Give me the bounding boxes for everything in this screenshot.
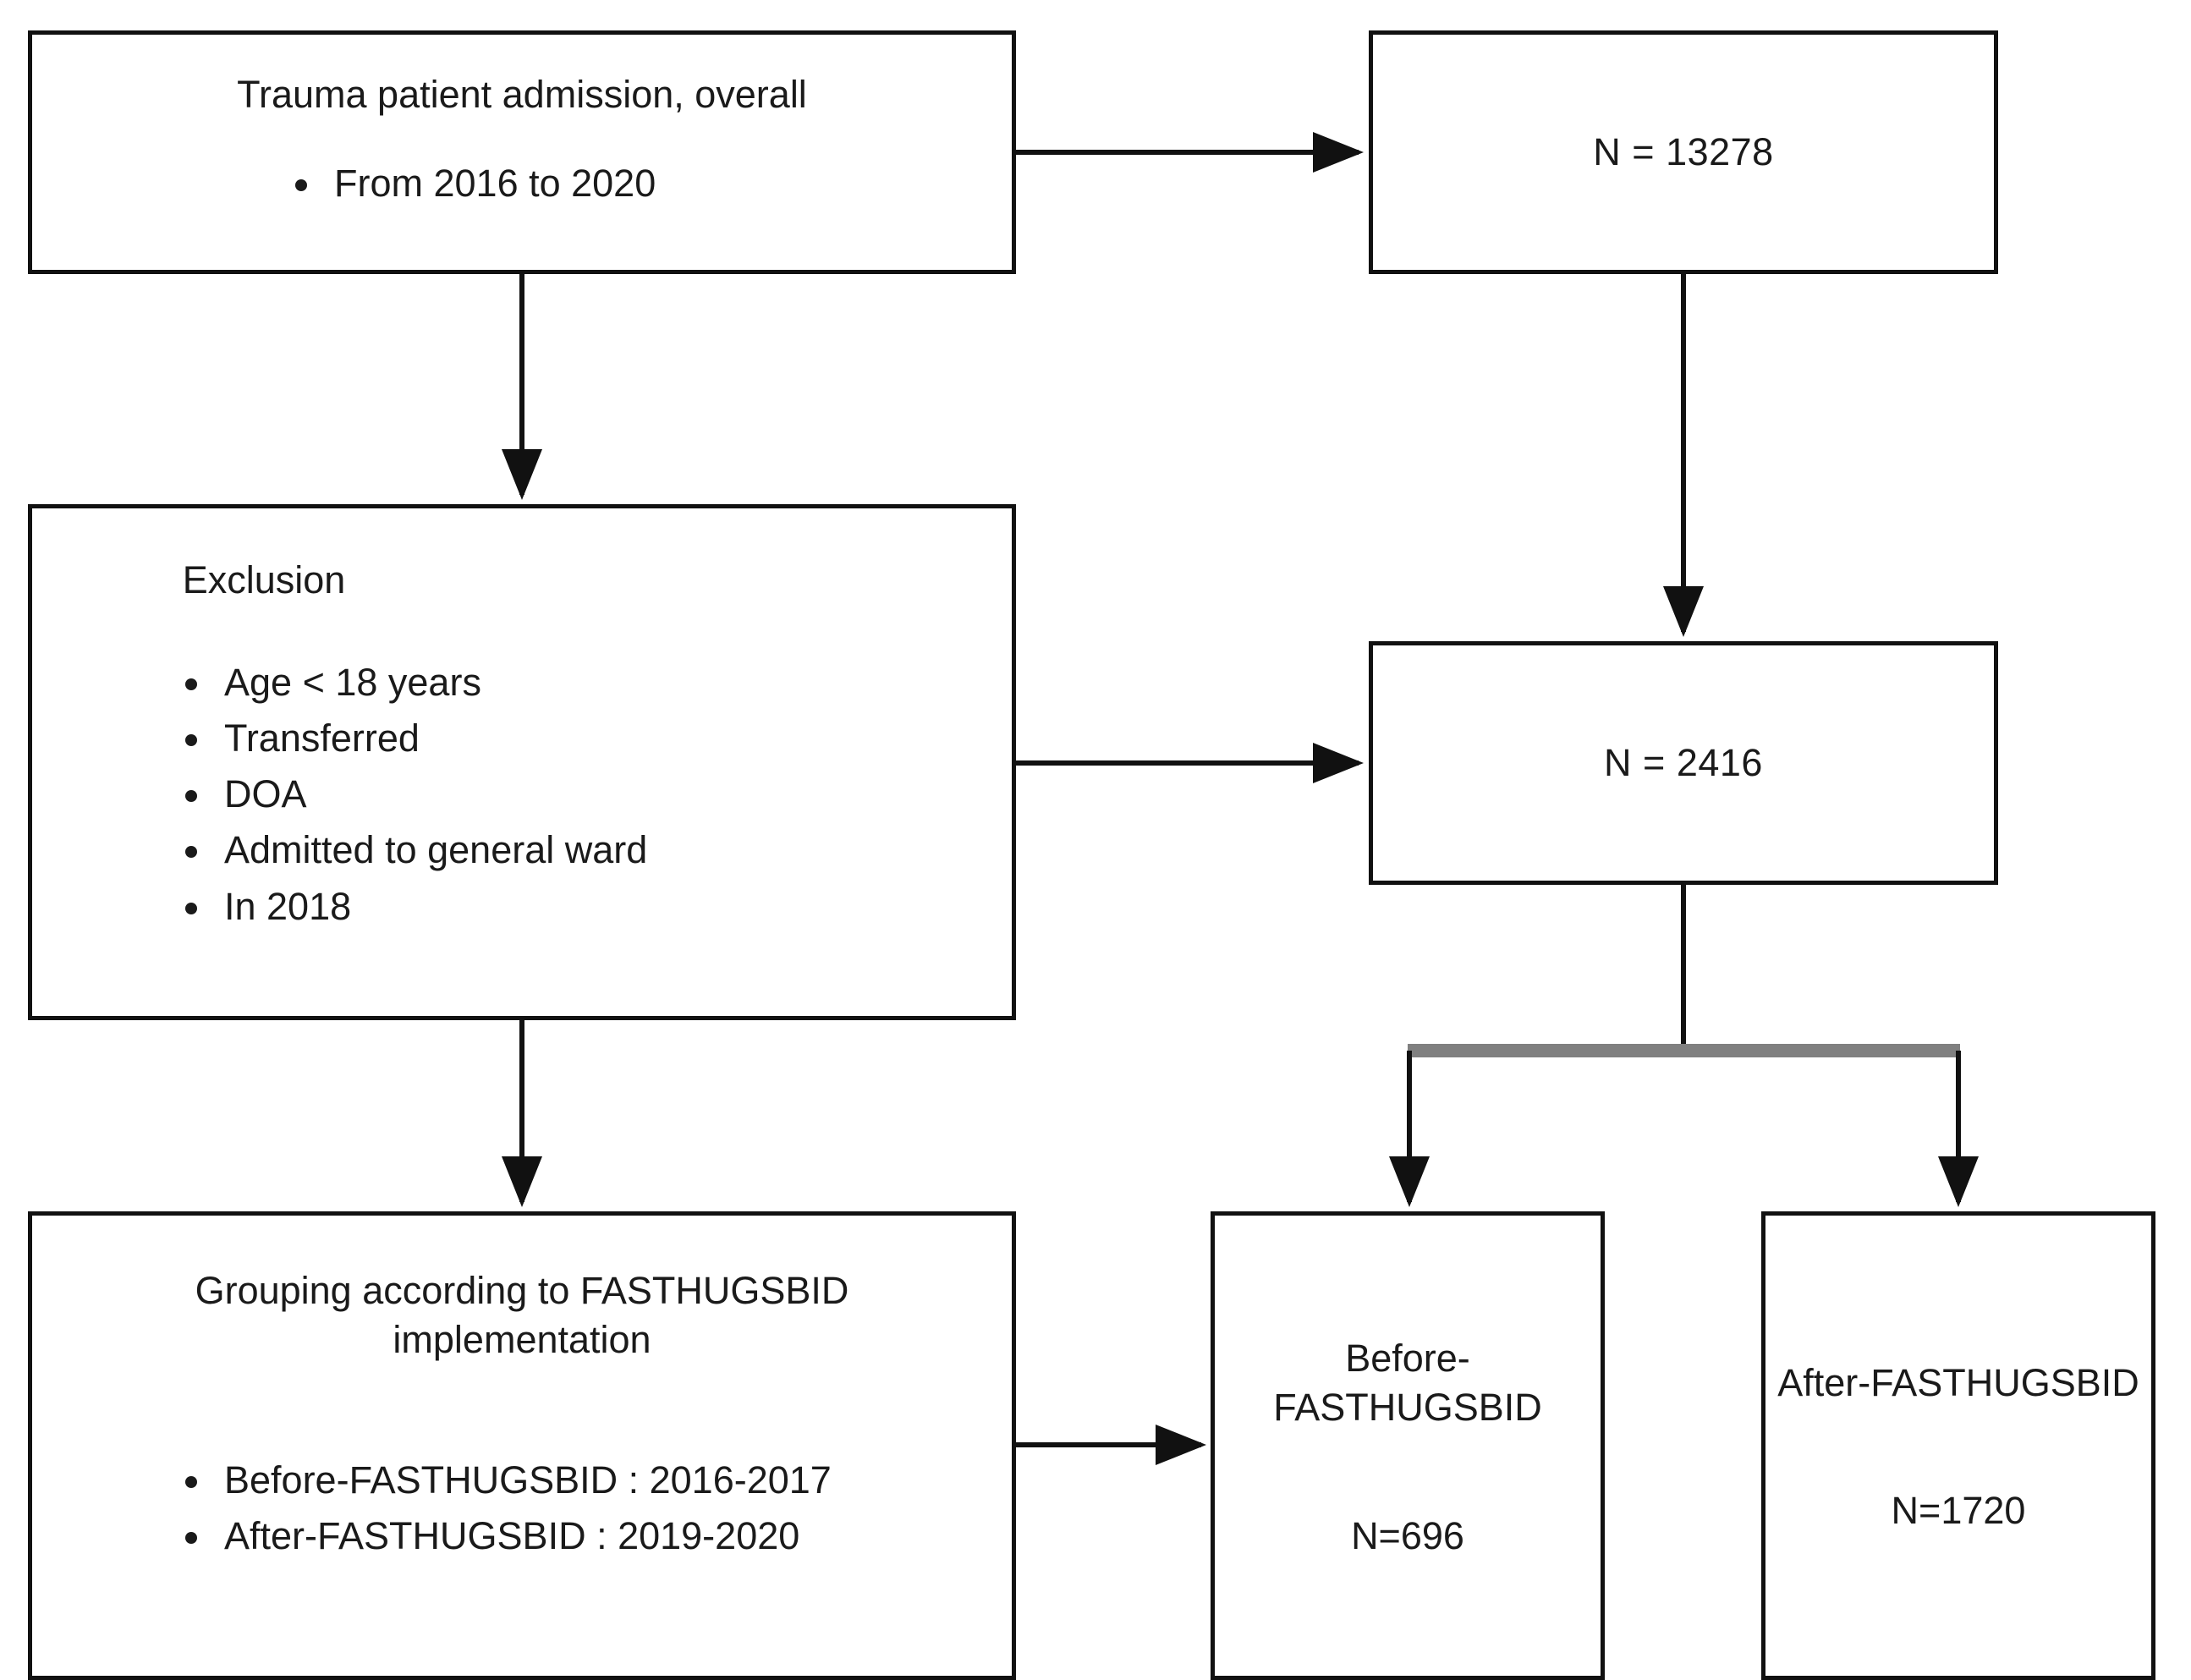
node-exclusion: Exclusion Age < 18 years Transferred DOA… [28, 504, 1016, 1020]
node-eligible-count: N = 2416 [1369, 641, 1998, 885]
node-trauma-admission: Trauma patient admission, overall From 2… [28, 30, 1016, 274]
node-exclusion-title: Exclusion [182, 558, 346, 601]
list-item: Admitted to general ward [214, 825, 1012, 876]
node-exclusion-bullets: Age < 18 years Transferred DOA Admitted … [32, 657, 1012, 937]
node-after-group-label: After-FASTHUGSBID [1777, 1360, 2139, 1404]
node-eligible-count-value: N = 2416 [1604, 741, 1763, 784]
node-after-group-count: N=1720 [1891, 1489, 2026, 1533]
node-after-group: After-FASTHUGSBID N=1720 [1761, 1211, 2155, 1680]
node-total-count-value: N = 13278 [1593, 130, 1774, 173]
node-trauma-admission-title: Trauma patient admission, overall [237, 73, 807, 116]
list-item: After-FASTHUGSBID : 2019-2020 [214, 1511, 1012, 1562]
list-item: In 2018 [214, 881, 1012, 932]
node-before-group: Before-FASTHUGSBID N=696 [1211, 1211, 1605, 1680]
list-item: Before-FASTHUGSBID : 2016-2017 [214, 1455, 1012, 1506]
node-before-group-label: Before-FASTHUGSBID [1273, 1336, 1542, 1430]
node-grouping-title: Grouping according to FASTHUGSBID implem… [195, 1269, 849, 1361]
node-total-count: N = 13278 [1369, 30, 1998, 274]
edge-eligible-split [1389, 885, 1979, 1207]
node-before-group-count: N=696 [1351, 1513, 1464, 1557]
list-item: Age < 18 years [214, 657, 1012, 708]
node-grouping: Grouping according to FASTHUGSBID implem… [28, 1211, 1016, 1680]
list-item: DOA [214, 769, 1012, 820]
list-item: Transferred [214, 713, 1012, 764]
node-grouping-bullets: Before-FASTHUGSBID : 2016-2017 After-FAS… [32, 1455, 1012, 1567]
list-item: From 2016 to 2020 [324, 158, 1012, 209]
node-trauma-admission-bullets: From 2016 to 2020 [32, 158, 1012, 214]
